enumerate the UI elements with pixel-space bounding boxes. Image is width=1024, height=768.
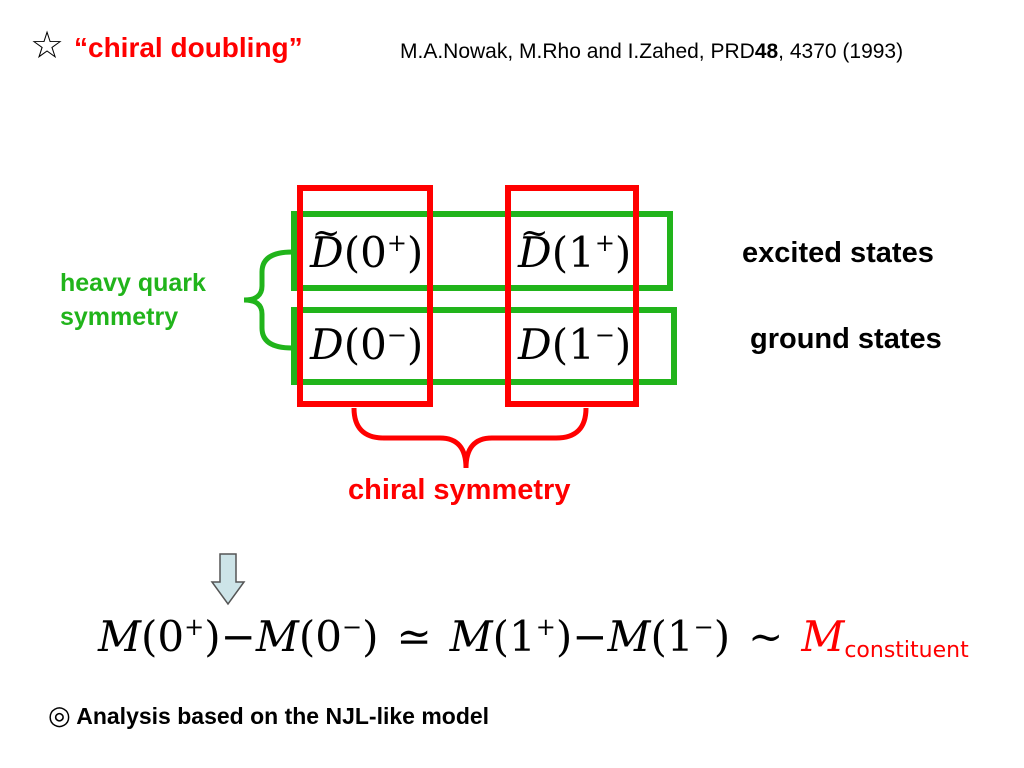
excited-states-label: excited states bbox=[742, 237, 934, 269]
state-ground-0minus: D(0−) bbox=[310, 320, 424, 369]
reference-volume: 48 bbox=[754, 40, 779, 63]
tilde-mark: ~ bbox=[312, 213, 341, 253]
reference-suffix: , 4370 (1993) bbox=[778, 40, 904, 63]
state-excited-0plus: ~D(0+) bbox=[310, 213, 423, 278]
d-symbol: D bbox=[310, 320, 344, 369]
reference-prefix: M.A.Nowak, M.Rho and I.Zahed, PRD bbox=[400, 40, 755, 63]
approx-symbol: ≃ bbox=[396, 612, 432, 661]
chiral-column-right bbox=[505, 185, 639, 407]
analysis-note-text: Analysis based on the NJL-like model bbox=[76, 703, 490, 729]
reference-citation: M.A.Nowak, M.Rho and I.Zahed, PRD48, 437… bbox=[400, 38, 903, 66]
state-excited-1plus: ~D(1+) bbox=[518, 213, 631, 278]
ground-states-label: ground states bbox=[750, 323, 942, 355]
heavy-quark-label-line2: symmetry bbox=[60, 303, 179, 331]
sim-symbol: ∼ bbox=[748, 612, 784, 661]
analysis-note: ◎ Analysis based on the NJL-like model bbox=[48, 700, 489, 731]
tilde-mark: ~ bbox=[520, 213, 549, 253]
state-ground-1minus: D(1−) bbox=[518, 320, 632, 369]
heavy-quark-brace bbox=[243, 249, 293, 351]
page-title: “chiral doubling” bbox=[74, 32, 303, 63]
chiral-brace bbox=[351, 407, 589, 469]
star-icon: ☆ bbox=[30, 25, 65, 67]
ground-row-box bbox=[291, 307, 677, 385]
chiral-column-left bbox=[297, 185, 433, 407]
constituent-mass: Mconstituent bbox=[801, 612, 969, 663]
d-tilde-symbol: ~D bbox=[310, 213, 344, 278]
double-circle-icon: ◎ bbox=[48, 700, 71, 730]
down-arrow-icon bbox=[210, 553, 246, 606]
heavy-quark-label-line1: heavy quark bbox=[60, 269, 206, 297]
d-tilde-symbol: ~D bbox=[518, 213, 552, 278]
heavy-quark-label: heavy quark symmetry bbox=[60, 266, 206, 334]
excited-row-box bbox=[291, 211, 673, 291]
chiral-symmetry-label: chiral symmetry bbox=[348, 474, 571, 506]
mass-relation-formula: M(0+)−M(0−)≃M(1+)−M(1−)∼Mconstituent bbox=[98, 612, 969, 663]
d-symbol: D bbox=[518, 320, 552, 369]
